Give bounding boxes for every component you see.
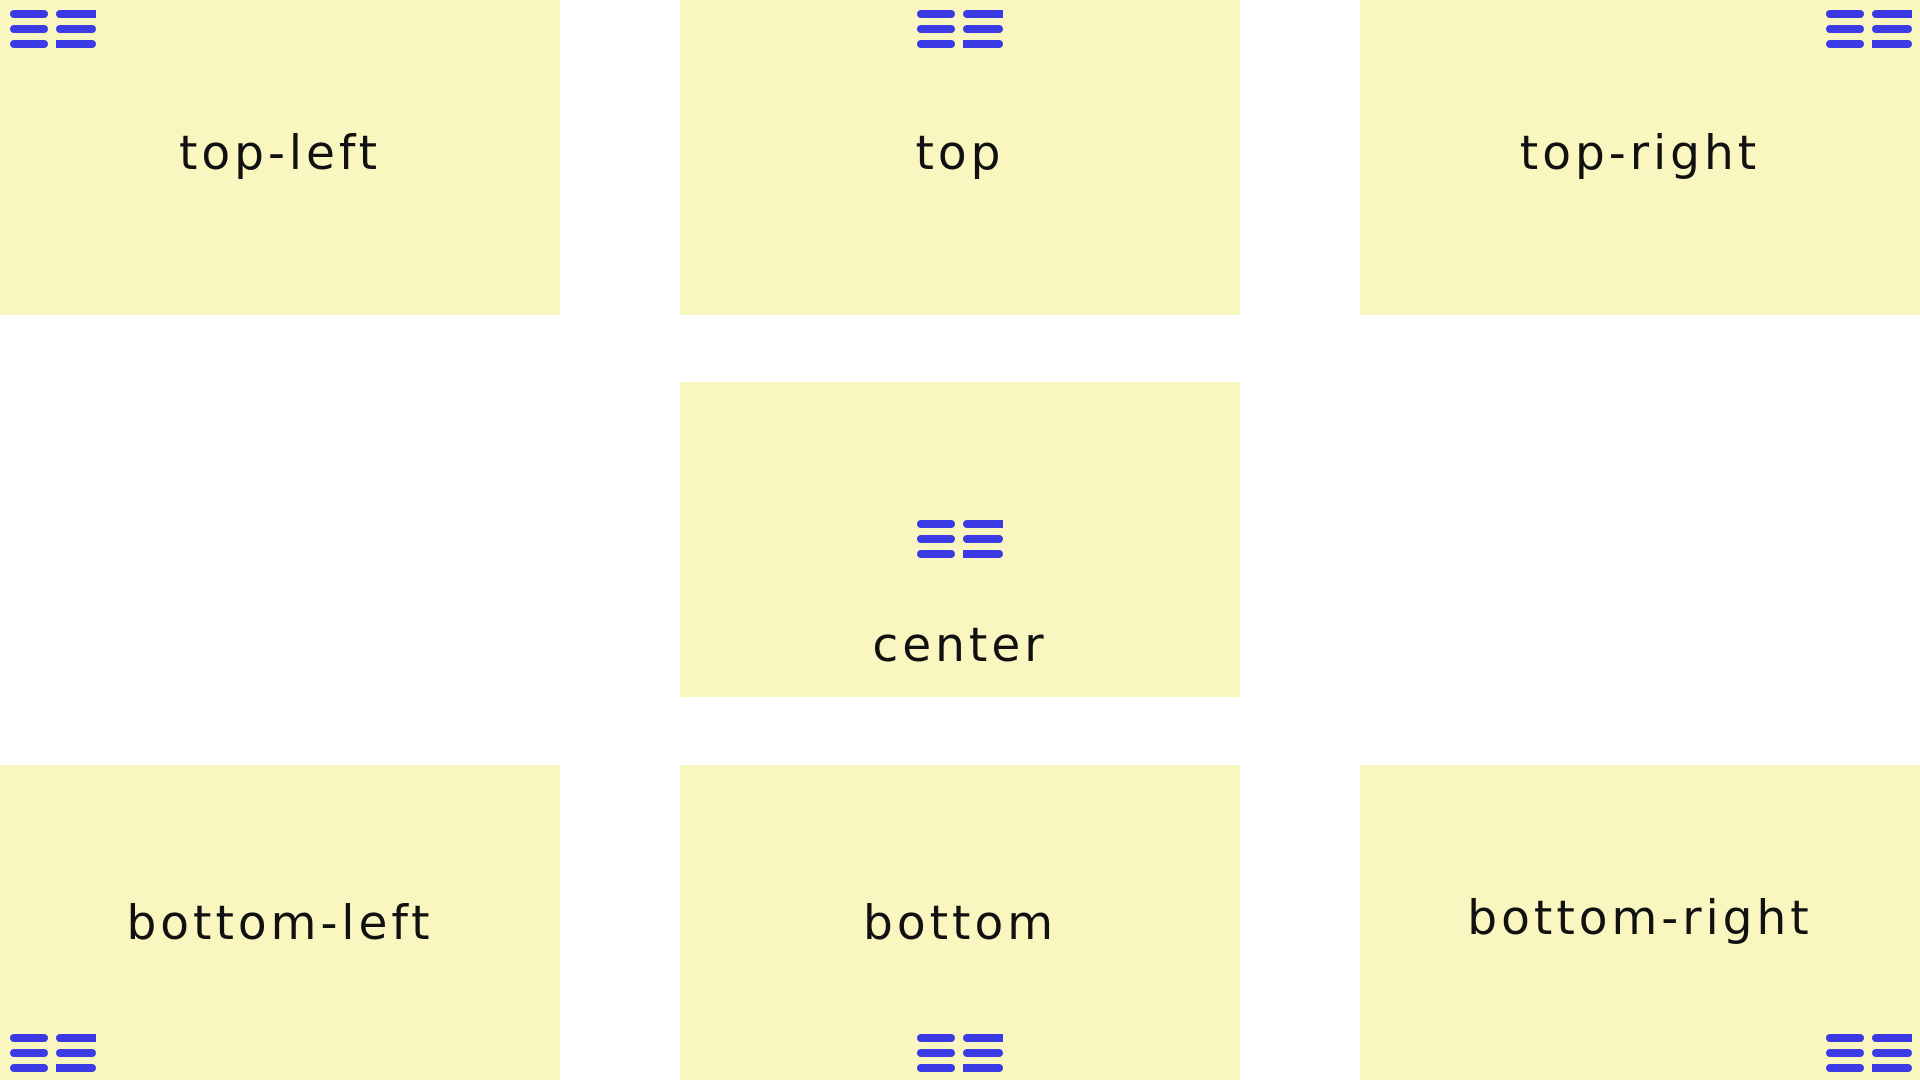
box-label-center: center: [872, 618, 1048, 673]
box-top-right: top-right: [1360, 0, 1920, 315]
es-logo-icon: [1826, 1032, 1912, 1074]
box-bottom-left: bottom-left: [0, 765, 560, 1080]
es-logo-icon: [917, 1032, 1003, 1074]
box-label-bottom-left: bottom-left: [126, 896, 434, 951]
box-top-left: top-left: [0, 0, 560, 315]
box-label-top: top: [915, 126, 1005, 181]
box-label-bottom: bottom: [863, 896, 1057, 951]
es-logo-icon: [10, 8, 96, 50]
es-logo-icon: [1826, 8, 1912, 50]
es-logo-icon: [917, 8, 1003, 50]
box-center: center: [680, 382, 1240, 697]
box-bottom: bottom: [680, 765, 1240, 1080]
es-logo-icon: [10, 1032, 96, 1074]
box-label-bottom-right: bottom-right: [1467, 891, 1813, 946]
box-top: top: [680, 0, 1240, 315]
es-logo-icon: [917, 518, 1003, 560]
box-bottom-right: bottom-right: [1360, 765, 1920, 1080]
box-label-top-right: top-right: [1519, 126, 1761, 181]
box-label-top-left: top-left: [178, 126, 382, 181]
